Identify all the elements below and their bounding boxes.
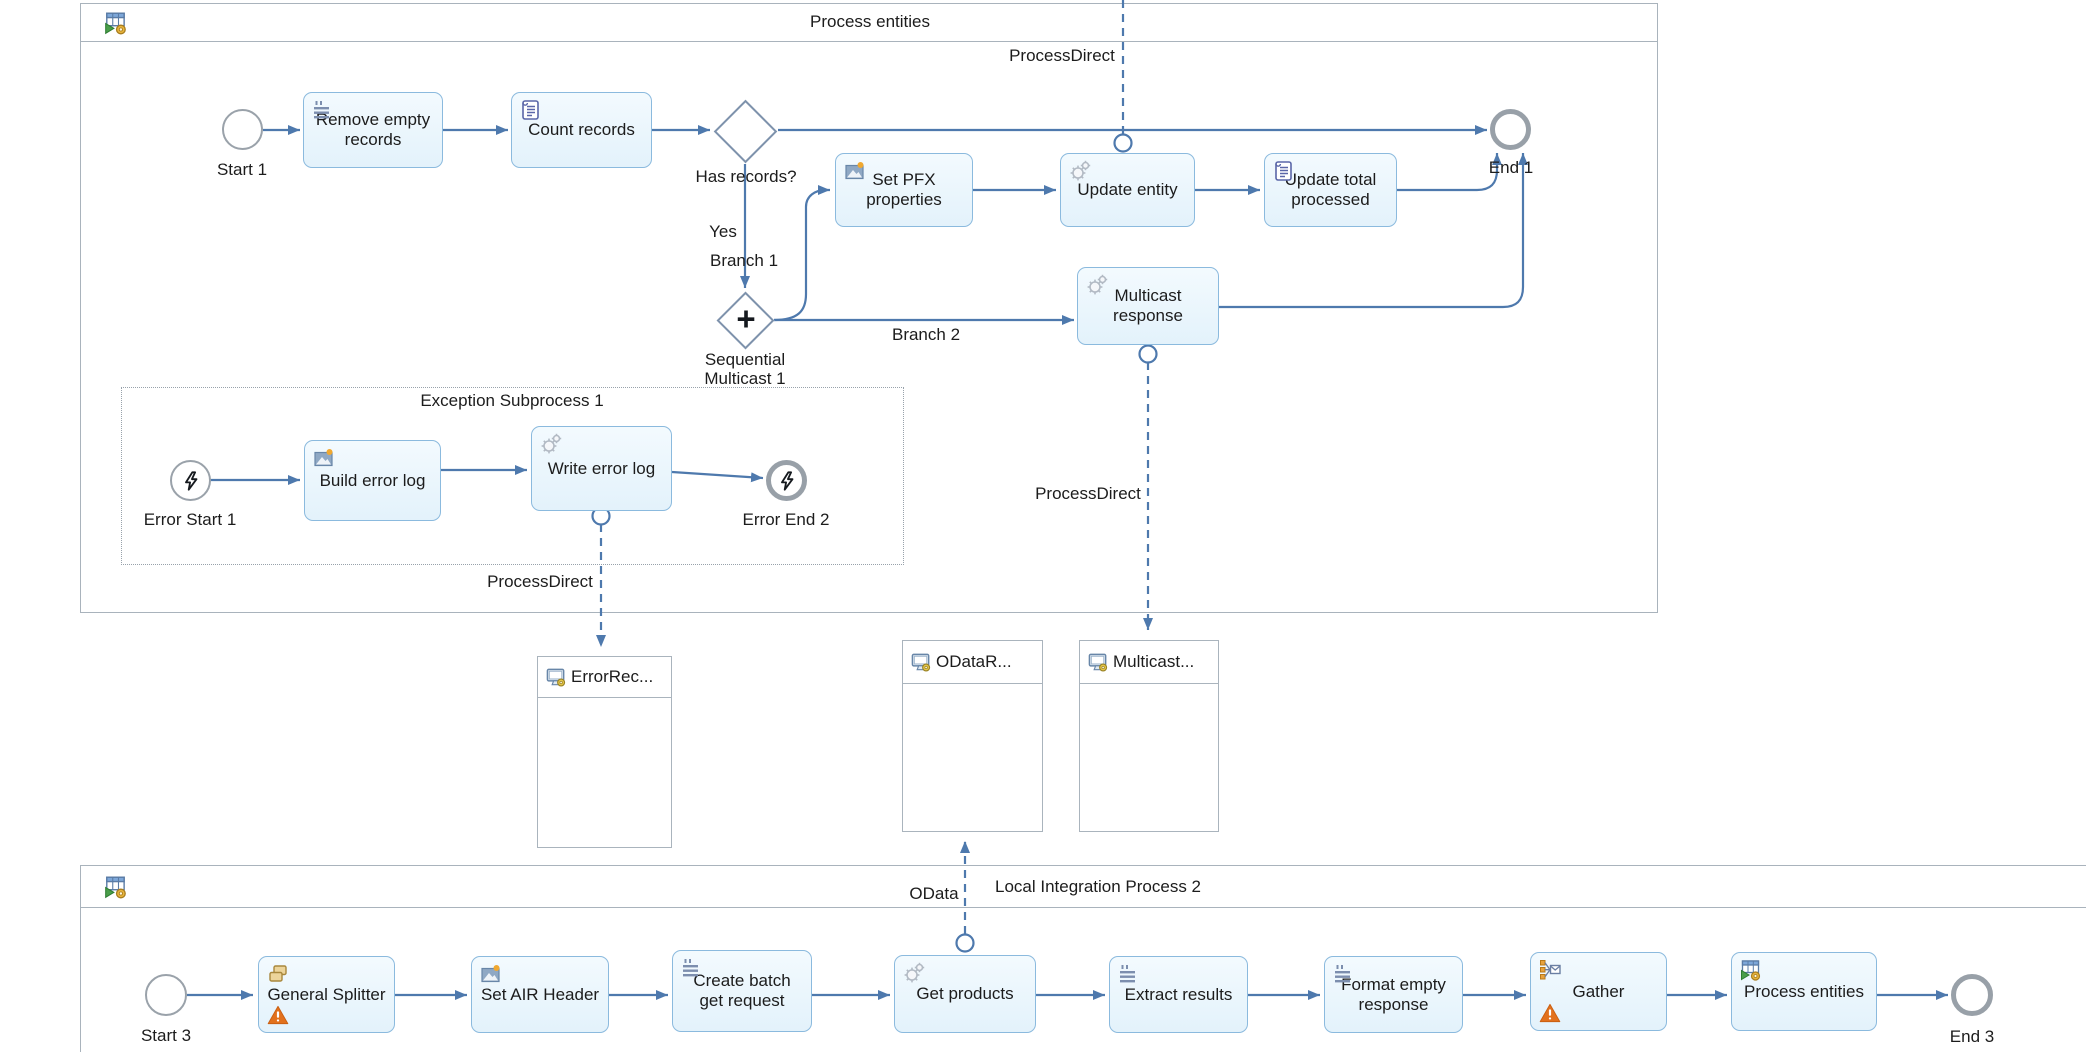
task-label: Extract results xyxy=(1124,984,1233,1004)
task-label: Multicast response xyxy=(1113,286,1183,325)
message-endpoint-circle[interactable] xyxy=(955,933,975,953)
task-remove-empty-records[interactable]: Remove empty records xyxy=(303,92,443,168)
flow-label-processdirect-mid: ProcessDirect xyxy=(1035,484,1141,503)
task-label: Build error log xyxy=(319,470,426,490)
task-gather[interactable]: Gather xyxy=(1530,952,1667,1031)
participant-title: Multicast... xyxy=(1113,652,1195,671)
event-error-start1-label: Error Start 1 xyxy=(143,510,237,529)
flow-multicast-to-setpfx[interactable] xyxy=(773,185,830,322)
participant-multicast[interactable]: Multicast... xyxy=(1079,640,1219,832)
warning-icon xyxy=(267,1005,289,1025)
flow-label-branch2: Branch 2 xyxy=(891,325,961,344)
task-set-pfx-properties[interactable]: Set PFX properties xyxy=(835,153,973,227)
task-label: General Splitter xyxy=(267,984,386,1004)
flow-label-yes: Yes xyxy=(709,222,737,241)
event-end3[interactable] xyxy=(1951,974,1993,1016)
pool-title: Process entities xyxy=(810,12,930,31)
multicast-plus-sign: + xyxy=(736,300,756,337)
participant-title: ErrorRec... xyxy=(571,667,654,686)
participant-title: ODataR... xyxy=(936,652,1012,671)
image-icon xyxy=(843,159,867,183)
task-general-splitter[interactable]: General Splitter xyxy=(258,956,395,1033)
event-start1[interactable] xyxy=(222,109,263,150)
event-error-end2-label: Error End 2 xyxy=(742,510,830,529)
event-end3-label: End 3 xyxy=(1949,1027,1995,1046)
event-start3-label: Start 3 xyxy=(140,1026,192,1045)
task-update-total-processed[interactable]: Update total processed xyxy=(1264,153,1397,227)
receiver-system-icon xyxy=(545,666,568,689)
task-label: Process entities xyxy=(1744,981,1864,1001)
task-count-records[interactable]: Count records xyxy=(511,92,652,168)
task-label: Set AIR Header xyxy=(480,984,600,1004)
task-label: Create batch get request xyxy=(693,971,791,1010)
task-set-air-header[interactable]: Set AIR Header xyxy=(471,956,609,1033)
warning-icon xyxy=(1539,1003,1561,1023)
event-error-end2[interactable] xyxy=(766,460,807,501)
pool-title: Local Integration Process 2 xyxy=(994,877,1202,896)
task-create-batch-get-request[interactable]: Create batch get request xyxy=(672,950,812,1032)
list-lines-icon xyxy=(1117,962,1141,986)
receiver-system-icon xyxy=(910,651,933,674)
task-label: Update total processed xyxy=(1284,170,1377,209)
participant-odatar[interactable]: ODataR... xyxy=(902,640,1043,832)
gather-icon xyxy=(1538,958,1562,982)
event-start3[interactable] xyxy=(145,974,187,1016)
splitter-icon xyxy=(266,962,290,986)
flow-label-processdirect-top: ProcessDirect xyxy=(1009,46,1115,65)
task-label: Gather xyxy=(1572,981,1625,1001)
script-icon xyxy=(1272,159,1296,183)
event-end1[interactable] xyxy=(1490,109,1531,150)
task-update-entity[interactable]: Update entity xyxy=(1060,153,1195,227)
pool-process-entities-header[interactable]: Process entities xyxy=(81,4,1657,42)
process-call-icon xyxy=(1739,958,1763,982)
flow-multicast-response-to-end1[interactable] xyxy=(1219,153,1528,309)
task-label: Remove empty records xyxy=(315,110,431,149)
gear-icon xyxy=(539,432,563,456)
exception-subprocess[interactable] xyxy=(121,387,904,565)
gateway-has-records-label: Has records? xyxy=(695,167,797,186)
error-bolt-icon xyxy=(780,470,793,491)
event-start1-label: Start 1 xyxy=(216,160,268,179)
task-process-entities[interactable]: Process entities xyxy=(1731,952,1877,1031)
task-label: Write error log xyxy=(547,458,656,478)
task-multicast-response[interactable]: Multicast response xyxy=(1077,267,1219,345)
task-label: Get products xyxy=(916,984,1014,1003)
pool-local-integration-process-2-header[interactable]: Local Integration Process 2 xyxy=(81,866,2086,908)
task-label: Count records xyxy=(528,120,635,139)
script-icon xyxy=(519,98,543,122)
gear-icon xyxy=(1068,159,1092,183)
task-get-products[interactable]: Get products xyxy=(894,955,1036,1033)
exception-subprocess-title: Exception Subprocess 1 xyxy=(420,391,604,410)
task-build-error-log[interactable]: Build error log xyxy=(304,440,441,521)
flow-write-to-errorend[interactable] xyxy=(671,470,764,483)
event-end1-label: End 1 xyxy=(1488,158,1534,177)
task-label: Update entity xyxy=(1077,180,1178,199)
list-lines-icon xyxy=(680,956,704,980)
event-error-start1[interactable] xyxy=(170,460,211,501)
flow-label-branch1: Branch 1 xyxy=(709,251,779,270)
task-extract-results[interactable]: Extract results xyxy=(1109,956,1248,1033)
gear-icon xyxy=(902,961,926,985)
list-lines-icon xyxy=(1332,962,1356,986)
list-lines-icon xyxy=(311,98,335,122)
gateway-sequential-multicast-label: Sequential Multicast 1 xyxy=(704,350,786,388)
message-endpoint-circle[interactable] xyxy=(1138,344,1158,364)
participant-errorrec[interactable]: ErrorRec... xyxy=(537,656,672,848)
image-icon xyxy=(479,962,503,986)
flow-update-total-to-end1[interactable] xyxy=(1397,153,1502,192)
flow-label-odata: OData xyxy=(909,884,959,903)
receiver-system-icon xyxy=(1087,651,1110,674)
gear-icon xyxy=(1085,273,1109,297)
message-endpoint-circle[interactable] xyxy=(1113,133,1133,153)
task-label: Format empty response xyxy=(1341,974,1446,1014)
error-bolt-icon xyxy=(184,470,197,491)
image-icon xyxy=(312,446,336,470)
task-write-error-log[interactable]: Write error log xyxy=(531,426,672,511)
flow-label-processdirect-sub: ProcessDirect xyxy=(487,572,593,591)
task-format-empty-response[interactable]: Format empty response xyxy=(1324,956,1463,1033)
task-label: Set PFX properties xyxy=(866,170,942,209)
